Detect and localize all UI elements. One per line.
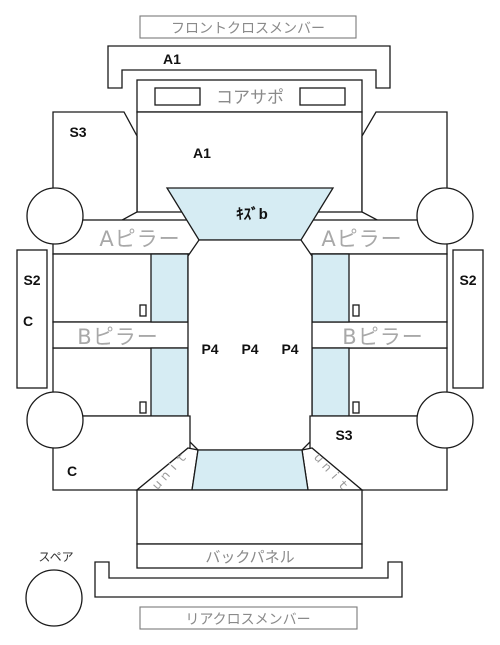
- rear-bumper-bracket: [94, 561, 403, 598]
- s2-left-label: S2: [23, 272, 40, 288]
- right-side-sill: [452, 249, 484, 389]
- rear-cross-member-label: リアクロスメンバー: [185, 612, 310, 628]
- core-support-left-slot: [154, 87, 201, 106]
- left-front-strip-damage: [150, 253, 189, 323]
- kizu-b-label: ｷｽﾞb: [236, 205, 268, 223]
- a-pillar-right-label: Aピラー: [321, 227, 402, 251]
- c-left-label: C: [23, 313, 33, 329]
- b-pillar-right-label: Bピラー: [342, 325, 423, 349]
- rear-window-damage-area: [191, 449, 309, 491]
- right-front-strip-damage: [311, 253, 350, 323]
- back-panel-label: バックパネル: [205, 548, 294, 566]
- front-right-wheel: [416, 187, 474, 245]
- s3-right-label: S3: [335, 427, 352, 443]
- right-front-handle: [352, 304, 360, 317]
- back-panel: [136, 543, 363, 569]
- spare-label: スペア: [38, 550, 73, 564]
- a-pillar-left-label: Aピラー: [99, 227, 180, 251]
- a1-center-label: A1: [193, 145, 211, 161]
- s2-right-label: S2: [459, 272, 476, 288]
- core-support-label: コアサポ: [216, 88, 284, 108]
- rear-left-wheel: [26, 391, 84, 449]
- s3-left-label: S3: [69, 124, 86, 140]
- rear-right-wheel: [416, 391, 474, 449]
- right-rear-handle: [352, 401, 360, 414]
- right-rear-strip-damage: [311, 347, 350, 417]
- left-rear-handle: [139, 401, 147, 414]
- front-cross-member-label: フロントクロスメンバー: [171, 21, 325, 37]
- b-pillar-right-band: [309, 321, 448, 349]
- p4-right-label: P4: [281, 341, 298, 357]
- rear-cross-member-box: [139, 606, 358, 630]
- core-support-right-slot: [299, 87, 346, 106]
- p4-center-label: P4: [241, 341, 258, 357]
- c-bottom-label: C: [67, 463, 77, 479]
- trunk-lid: [136, 489, 363, 545]
- front-bumper-bracket: [107, 45, 391, 89]
- front-cross-member-box: [139, 15, 357, 39]
- left-side-sill: [16, 249, 48, 389]
- p4-left-label: P4: [201, 341, 218, 357]
- front-left-wheel: [26, 187, 84, 245]
- left-rear-strip-damage: [150, 347, 189, 417]
- left-front-handle: [139, 304, 147, 317]
- b-pillar-left-label: Bピラー: [77, 325, 158, 349]
- a1-top-label: A1: [163, 51, 181, 67]
- spare-tire: [25, 569, 83, 627]
